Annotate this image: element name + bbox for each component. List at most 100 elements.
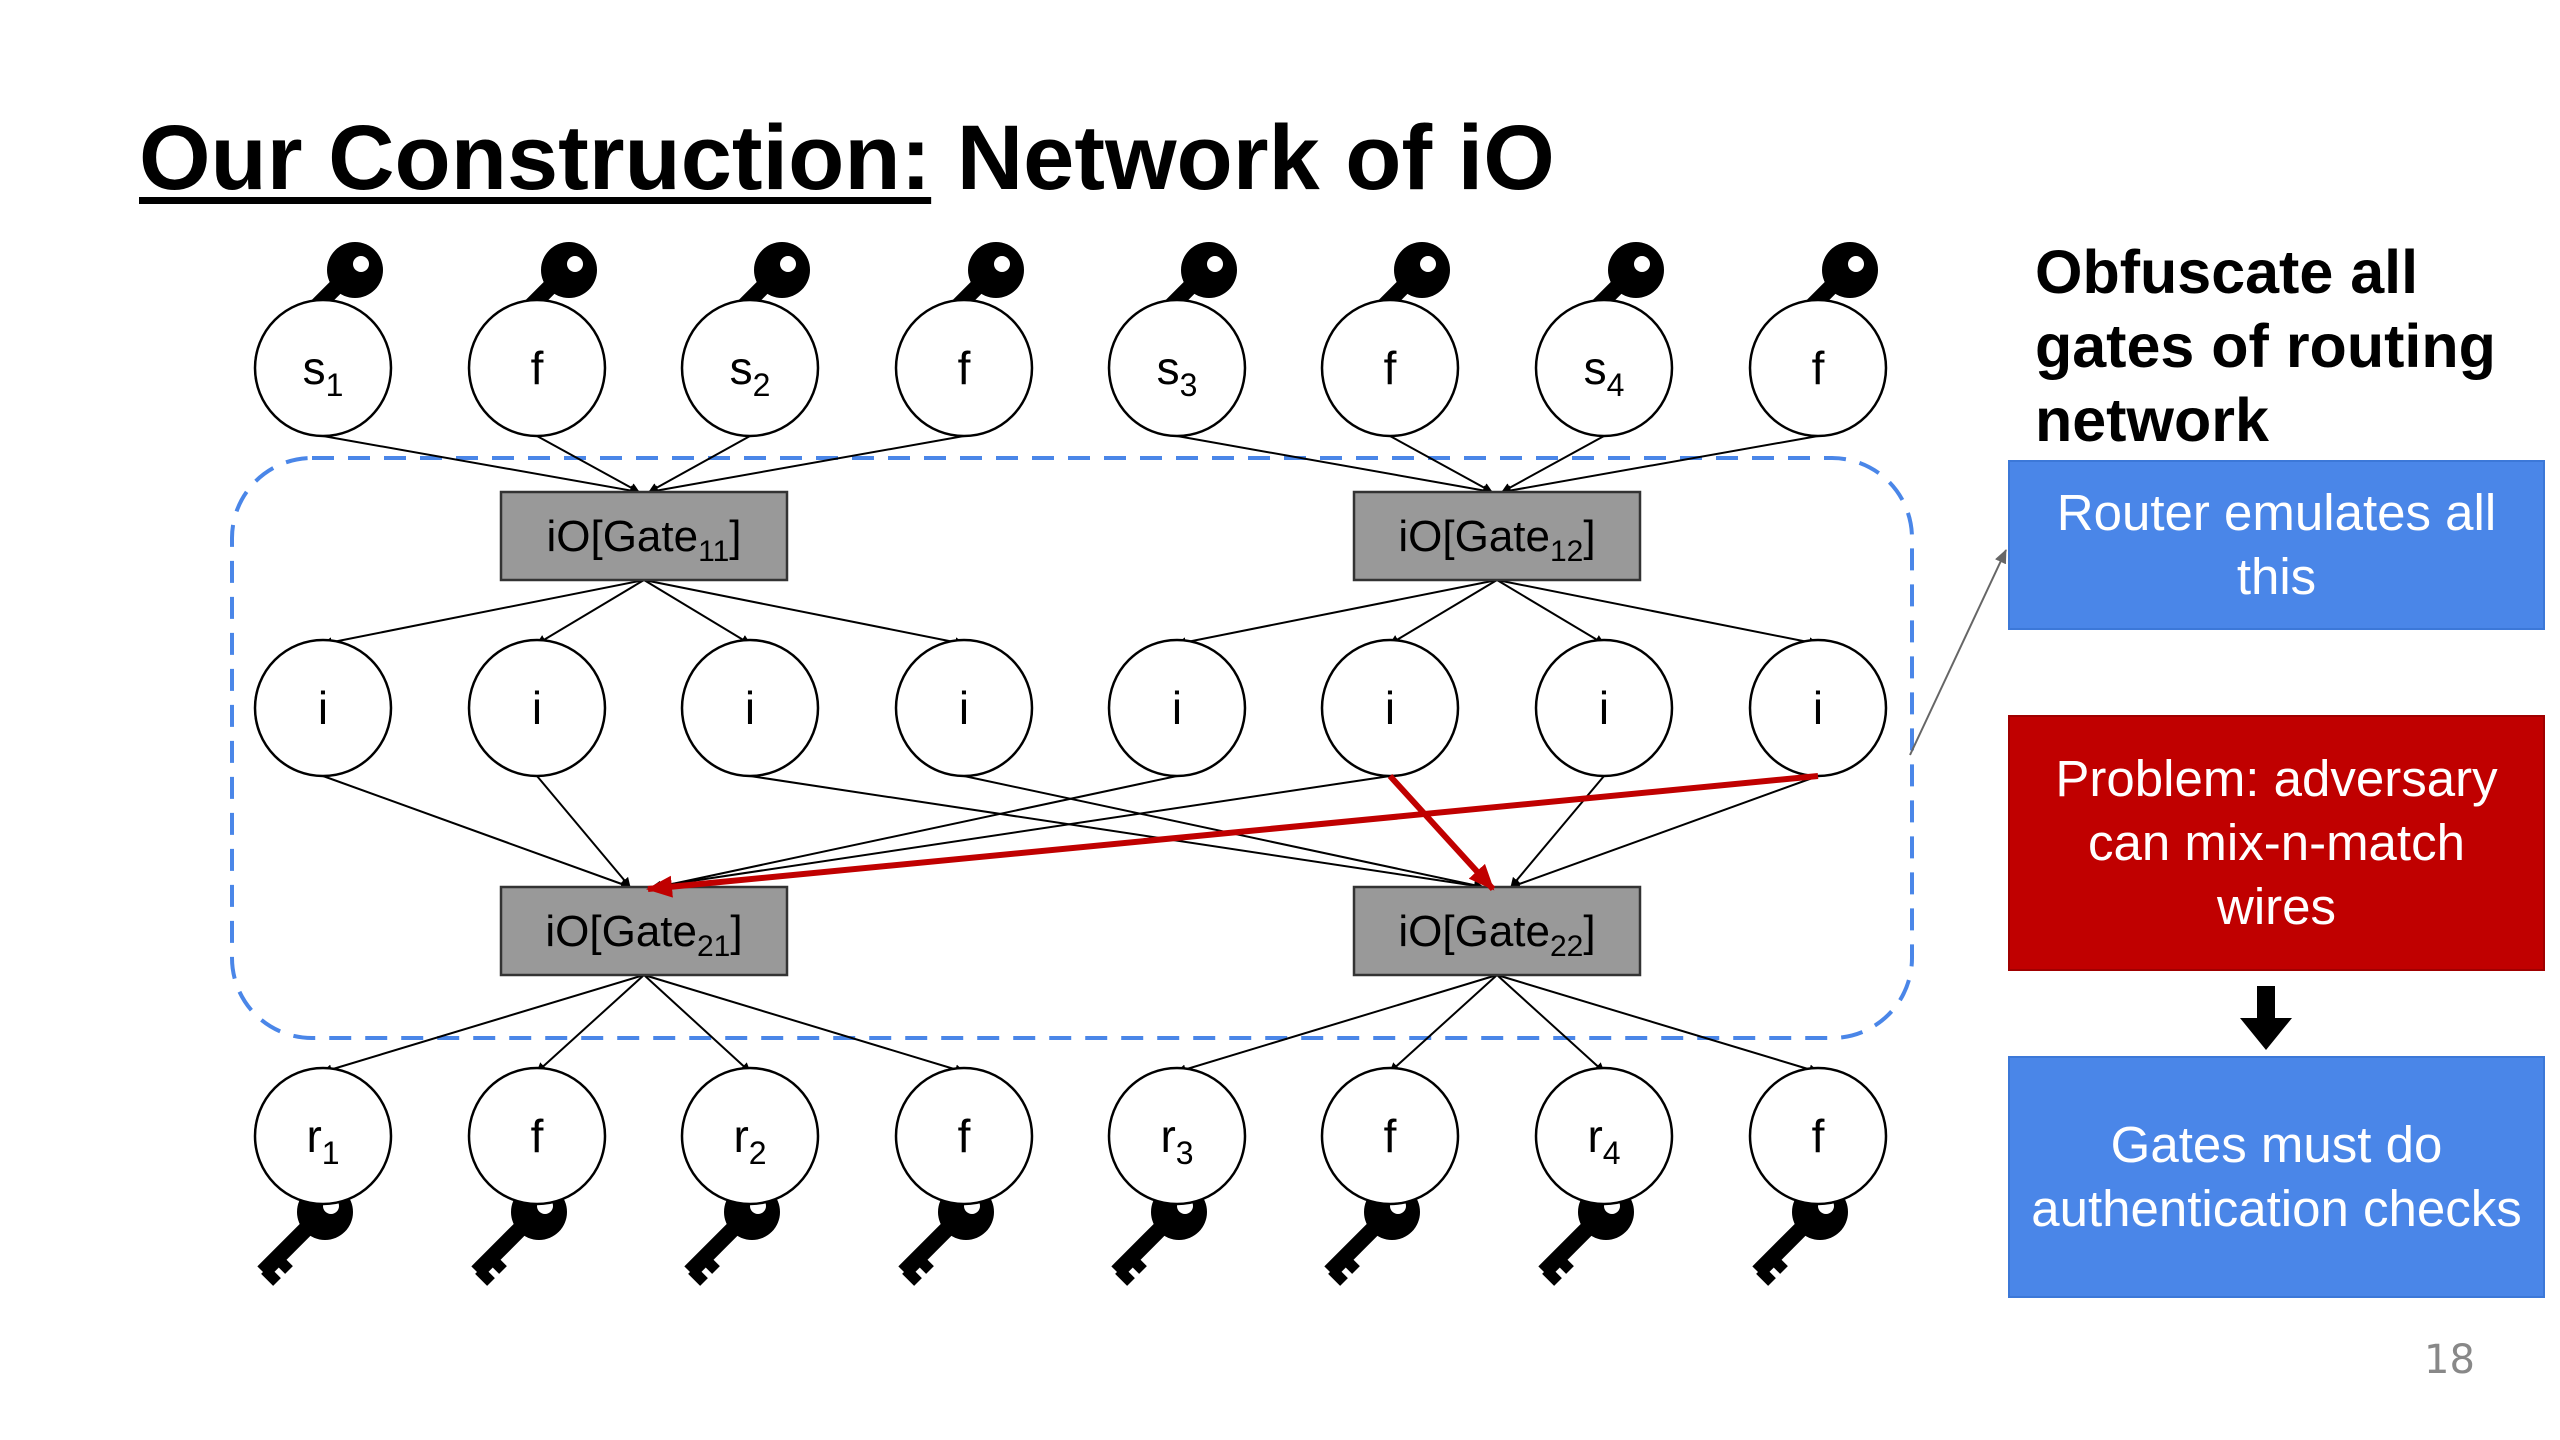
- top-node-7-label: s4: [1584, 342, 1625, 403]
- down-arrow-icon: [2240, 986, 2292, 1050]
- wire-bottom-2: [536, 974, 645, 1073]
- mix-n-match-wire-2: [646, 773, 1819, 898]
- top-node-2: f: [467, 298, 607, 438]
- title-underlined: Our Construction:: [139, 107, 932, 209]
- wire-mid-in-7: [1496, 579, 1605, 645]
- wire-mid-out-7: [1510, 775, 1605, 888]
- middle-node-1-label: i: [318, 682, 328, 734]
- top-node-1-label: s1: [303, 342, 344, 403]
- middle-node-7-label: i: [1599, 682, 1609, 734]
- page-number: 18: [2424, 1337, 2475, 1383]
- top-node-5: s3: [1107, 298, 1247, 438]
- top-node-3-label: s2: [730, 342, 771, 403]
- middle-node-8: i: [1748, 638, 1888, 778]
- bottom-node-5-label: r3: [1160, 1110, 1193, 1171]
- wire-mid-in-5: [1176, 579, 1498, 648]
- top-node-2-label: f: [531, 342, 544, 394]
- middle-node-1: i: [253, 638, 393, 778]
- slide-title: Our Construction: Network of iO: [139, 107, 1555, 209]
- wire-top-1: [322, 435, 640, 496]
- bottom-node-3-label: r2: [733, 1110, 766, 1171]
- bottom-node-4: f: [894, 1066, 1034, 1206]
- wire-mid-out-3: [749, 775, 1484, 891]
- middle-node-6: i: [1320, 638, 1460, 778]
- wire-bottom-7: [1496, 974, 1605, 1073]
- gate-12-box: iO[Gate12]: [1352, 490, 1642, 582]
- bottom-node-1-label: r1: [306, 1110, 339, 1171]
- mix-n-match-wire-1: [1387, 773, 1496, 892]
- gate-22-label: iO[Gate22]: [1398, 907, 1595, 963]
- gates-auth-box: Gates must do authentication checks: [2008, 1056, 2545, 1298]
- wire-top-4: [648, 435, 965, 496]
- top-node-6: f: [1320, 298, 1460, 438]
- top-node-6-label: f: [1384, 342, 1397, 394]
- wire-mid-out-2: [536, 775, 631, 888]
- router-emulates-box: Router emulates all this: [2008, 460, 2545, 630]
- wire-top-7: [1501, 435, 1605, 493]
- bottom-node-7: r4: [1534, 1066, 1674, 1206]
- wire-mid-in-3: [643, 579, 751, 645]
- wire-bottom-1: [322, 974, 645, 1075]
- top-node-3: s2: [680, 298, 820, 438]
- middle-node-3-label: i: [745, 682, 755, 734]
- middle-node-4-label: i: [959, 682, 969, 734]
- middle-node-8-label: i: [1813, 682, 1823, 734]
- wire-top-8: [1501, 435, 1819, 496]
- middle-node-2: i: [467, 638, 607, 778]
- top-node-8-label: f: [1812, 342, 1825, 394]
- top-node-8: f: [1748, 298, 1888, 438]
- bottom-node-2-label: f: [531, 1110, 544, 1162]
- middle-node-6-label: i: [1385, 682, 1395, 734]
- middle-node-5-label: i: [1172, 682, 1182, 734]
- wire-top-3: [648, 435, 751, 493]
- bottom-node-6: f: [1320, 1066, 1460, 1206]
- wire-mid-out-6: [651, 775, 1391, 891]
- top-node-7: s4: [1534, 298, 1674, 438]
- title-rest: Network of iO: [931, 107, 1555, 209]
- wire-mid-out-5: [657, 775, 1178, 891]
- wire-bottom-4: [643, 974, 965, 1075]
- bottom-node-4-label: f: [958, 1110, 971, 1162]
- middle-node-3: i: [680, 638, 820, 778]
- side-heading: Obfuscate all gates of routing network: [2035, 238, 2496, 454]
- gate-22-box: iO[Gate22]: [1352, 885, 1642, 977]
- wire-top-2: [536, 435, 640, 493]
- wire-top-5: [1176, 435, 1493, 496]
- middle-node-2-label: i: [532, 682, 542, 734]
- gate-21-box: iO[Gate21]: [499, 885, 789, 977]
- bottom-node-3: r2: [680, 1066, 820, 1206]
- bottom-node-1: r1: [253, 1066, 393, 1206]
- gate-11-label: iO[Gate11]: [546, 512, 741, 568]
- callout-connector: [1909, 549, 2007, 756]
- bottom-node-8-label: f: [1812, 1110, 1825, 1162]
- wire-mid-in-6: [1389, 579, 1498, 645]
- wire-mid-out-1: [322, 775, 631, 889]
- wire-mid-in-2: [536, 579, 645, 645]
- wire-bottom-6: [1389, 974, 1498, 1073]
- gate-11-box: iO[Gate11]: [499, 490, 789, 582]
- top-node-1: s1: [253, 298, 393, 438]
- middle-node-5: i: [1107, 638, 1247, 778]
- bottom-node-5: r3: [1107, 1066, 1247, 1206]
- bottom-node-8: f: [1748, 1066, 1888, 1206]
- problem-box: Problem: adversary can mix-n-match wires: [2008, 715, 2545, 971]
- middle-node-4: i: [894, 638, 1034, 778]
- gate-21-label: iO[Gate21]: [545, 907, 742, 963]
- wire-mid-in-8: [1496, 579, 1819, 648]
- top-node-4-label: f: [958, 342, 971, 394]
- wire-mid-in-1: [322, 579, 645, 648]
- gate-12-label: iO[Gate12]: [1398, 512, 1595, 568]
- wire-bottom-8: [1496, 974, 1819, 1075]
- wire-bottom-3: [643, 974, 751, 1073]
- wire-bottom-5: [1176, 974, 1498, 1075]
- top-node-5-label: s3: [1157, 342, 1198, 403]
- network-diagram: s1 f s2 f s3 f s4 f i i i i i i i i r1 f r2 f r3 f r4 f iO[Gate…: [230, 0, 1914, 1310]
- bottom-node-2: f: [467, 1066, 607, 1206]
- bottom-node-7-label: r4: [1587, 1110, 1620, 1171]
- bottom-node-6-label: f: [1384, 1110, 1397, 1162]
- wire-mid-in-4: [643, 579, 965, 648]
- middle-node-7: i: [1534, 638, 1674, 778]
- router-boundary: [230, 456, 1914, 1040]
- wire-top-6: [1389, 435, 1493, 493]
